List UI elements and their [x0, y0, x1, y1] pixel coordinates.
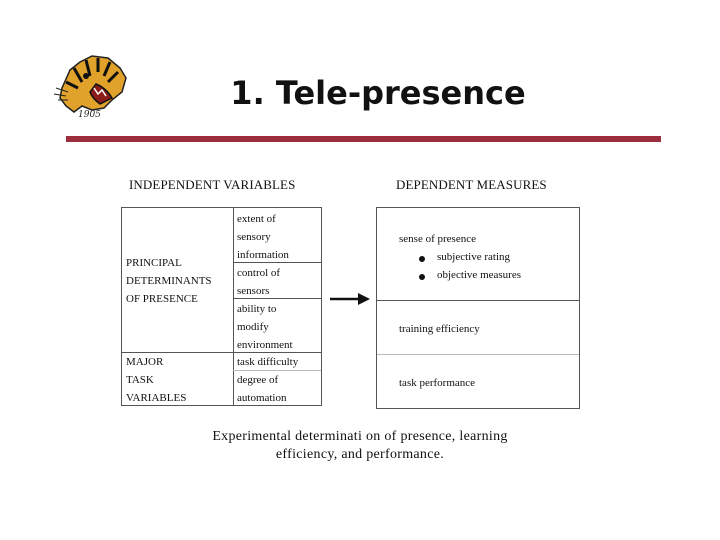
dependent-measures-heading: DEPENDENT MEASURES	[396, 177, 547, 193]
variable-cell: extent of sensory information	[237, 210, 289, 264]
variable-cell: ability to modify environment	[237, 300, 293, 354]
table-divider	[377, 300, 579, 301]
caption-line: Experimental determinati on of presence,…	[0, 428, 720, 446]
presence-item: objective measures	[437, 266, 521, 284]
bullet-icon	[419, 256, 425, 262]
group-label: MAJOR TASK VARIABLES	[126, 353, 186, 407]
group-label: PRINCIPAL DETERMINANTS OF PRESENCE	[126, 254, 212, 308]
bullet-icon	[419, 274, 425, 280]
independent-variables-table: PRINCIPAL DETERMINANTS OF PRESENCE exten…	[121, 207, 322, 406]
table-divider	[233, 208, 234, 405]
table-divider	[377, 354, 579, 355]
training-efficiency-label: training efficiency	[399, 320, 480, 338]
presence-item: subjective rating	[437, 248, 510, 266]
caption-line: efficiency, and performance.	[0, 446, 720, 464]
task-performance-label: task performance	[399, 374, 475, 392]
right-arrow-icon	[330, 293, 370, 305]
independent-variables-heading: INDEPENDENT VARIABLES	[129, 177, 295, 193]
page-title: 1. Tele-presence	[0, 74, 720, 112]
figure-caption: Experimental determinati on of presence,…	[0, 428, 720, 464]
variable-cell: task difficulty	[237, 353, 298, 371]
variable-cell: control of sensors	[237, 264, 280, 300]
title-divider	[66, 136, 661, 142]
dependent-measures-table: sense of presence subjective rating obje…	[376, 207, 580, 409]
variable-cell: degree of automation	[237, 371, 287, 407]
presence-title: sense of presence	[399, 230, 476, 248]
